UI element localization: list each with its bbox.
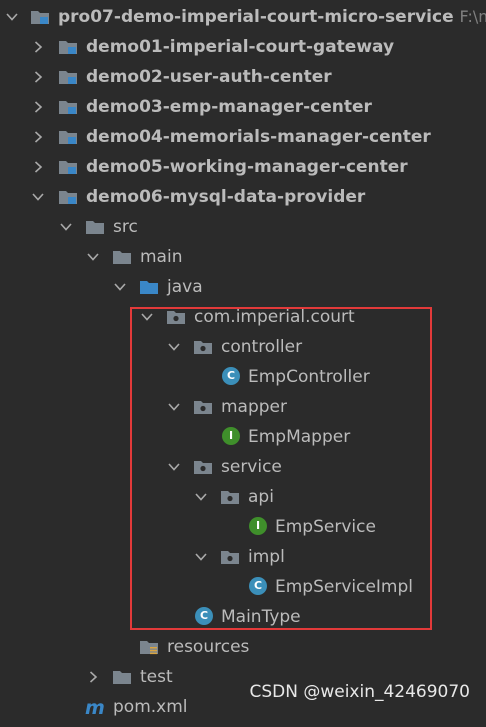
tree-node-label: resources	[167, 637, 250, 657]
module-folder-icon	[58, 157, 78, 177]
chevron-down-icon[interactable]	[193, 542, 209, 572]
class-icon: C	[222, 367, 240, 385]
module-folder-icon	[58, 187, 78, 207]
tree-node-label: main	[140, 247, 183, 267]
class-icon: C	[195, 607, 213, 625]
tree-node-label: pro07-demo-imperial-court-micro-service …	[58, 2, 486, 32]
tree-node-package[interactable]: impl	[0, 542, 486, 572]
tree-node-label: demo05-working-manager-center	[86, 157, 408, 177]
interface-icon: I	[249, 517, 267, 535]
module-folder-icon	[30, 7, 50, 27]
chevron-right-icon[interactable]	[85, 662, 101, 692]
chevron-down-icon[interactable]	[112, 272, 128, 302]
watermark: CSDN @weixin_42469070	[249, 682, 470, 702]
tree-node-class[interactable]: C EmpServiceImpl	[0, 572, 486, 602]
chevron-down-icon[interactable]	[166, 392, 182, 422]
module-folder-icon	[58, 127, 78, 147]
class-icon: C	[249, 577, 267, 595]
tree-node-module[interactable]: demo06-mysql-data-provider	[0, 182, 486, 212]
tree-node-label: demo01-imperial-court-gateway	[86, 37, 395, 57]
svg-text:m: m	[85, 697, 105, 717]
tree-node-label: pom.xml	[113, 697, 188, 717]
tree-node-label: src	[113, 217, 138, 237]
chevron-right-icon[interactable]	[30, 122, 46, 152]
package-icon	[193, 457, 213, 477]
tree-node-folder[interactable]: src	[0, 212, 486, 242]
package-icon	[220, 547, 240, 567]
folder-icon	[112, 667, 132, 687]
module-folder-icon	[58, 37, 78, 57]
module-folder-icon	[58, 67, 78, 87]
tree-node-interface[interactable]: I EmpService	[0, 512, 486, 542]
tree-node-label: java	[167, 277, 203, 297]
chevron-right-icon[interactable]	[30, 152, 46, 182]
tree-node-package[interactable]: com.imperial.court	[0, 302, 486, 332]
tree-node-folder[interactable]: test	[0, 662, 486, 692]
tree-node-module[interactable]: demo02-user-auth-center	[0, 62, 486, 92]
chevron-right-icon[interactable]	[30, 62, 46, 92]
tree-node-file[interactable]: m pom.xml	[0, 692, 486, 722]
tree-node-resources[interactable]: resources	[0, 632, 486, 662]
tree-node-folder[interactable]: main	[0, 242, 486, 272]
module-folder-icon	[58, 97, 78, 117]
tree-node-interface[interactable]: I EmpMapper	[0, 422, 486, 452]
source-folder-icon	[139, 277, 159, 297]
tree-node-module[interactable]: demo03-emp-manager-center	[0, 92, 486, 122]
package-icon	[220, 487, 240, 507]
tree-node-package[interactable]: service	[0, 452, 486, 482]
tree-node-source-root[interactable]: java	[0, 272, 486, 302]
tree-node-label: impl	[248, 547, 285, 567]
tree-node-class[interactable]: C EmpController	[0, 362, 486, 392]
package-icon	[166, 307, 186, 327]
tree-node-label: EmpMapper	[248, 427, 351, 447]
chevron-down-icon[interactable]	[166, 332, 182, 362]
package-icon	[193, 337, 213, 357]
chevron-right-icon[interactable]	[30, 92, 46, 122]
chevron-down-icon[interactable]	[166, 452, 182, 482]
tree-node-label: EmpServiceImpl	[275, 577, 414, 597]
tree-node-module[interactable]: demo04-memorials-manager-center	[0, 122, 486, 152]
tree-node-root[interactable]: pro07-demo-imperial-court-micro-service …	[0, 2, 486, 32]
tree-node-label: EmpController	[248, 367, 370, 387]
tree-node-package[interactable]: controller	[0, 332, 486, 362]
chevron-down-icon[interactable]	[85, 242, 101, 272]
tree-node-package[interactable]: mapper	[0, 392, 486, 422]
tree-node-module[interactable]: demo05-working-manager-center	[0, 152, 486, 182]
chevron-down-icon[interactable]	[139, 302, 155, 332]
chevron-down-icon[interactable]	[58, 212, 74, 242]
tree-node-label: demo03-emp-manager-center	[86, 97, 372, 117]
tree-node-label: controller	[221, 337, 303, 357]
tree-node-label: mapper	[221, 397, 288, 417]
chevron-right-icon[interactable]	[30, 32, 46, 62]
chevron-down-icon[interactable]	[193, 482, 209, 512]
package-icon	[193, 397, 213, 417]
maven-icon: m	[85, 697, 105, 719]
tree-node-label: demo02-user-auth-center	[86, 67, 332, 87]
folder-icon	[85, 217, 105, 237]
tree-node-class[interactable]: C MainType	[0, 602, 486, 632]
chevron-down-icon[interactable]	[30, 182, 46, 212]
tree-node-label: service	[221, 457, 282, 477]
tree-node-label: demo04-memorials-manager-center	[86, 127, 431, 147]
tree-node-label: com.imperial.court	[194, 307, 355, 327]
folder-icon	[112, 247, 132, 267]
tree-node-label: EmpService	[275, 517, 376, 537]
interface-icon: I	[222, 427, 240, 445]
tree-node-label: api	[248, 487, 274, 507]
resources-folder-icon	[139, 637, 159, 657]
chevron-down-icon[interactable]	[4, 2, 20, 32]
path-hint: F:\m	[459, 7, 486, 26]
tree-node-label: test	[140, 667, 173, 687]
tree-node-package[interactable]: api	[0, 482, 486, 512]
tree-node-label: demo06-mysql-data-provider	[86, 187, 366, 207]
tree-node-module[interactable]: demo01-imperial-court-gateway	[0, 32, 486, 62]
tree-node-label: MainType	[221, 607, 301, 627]
